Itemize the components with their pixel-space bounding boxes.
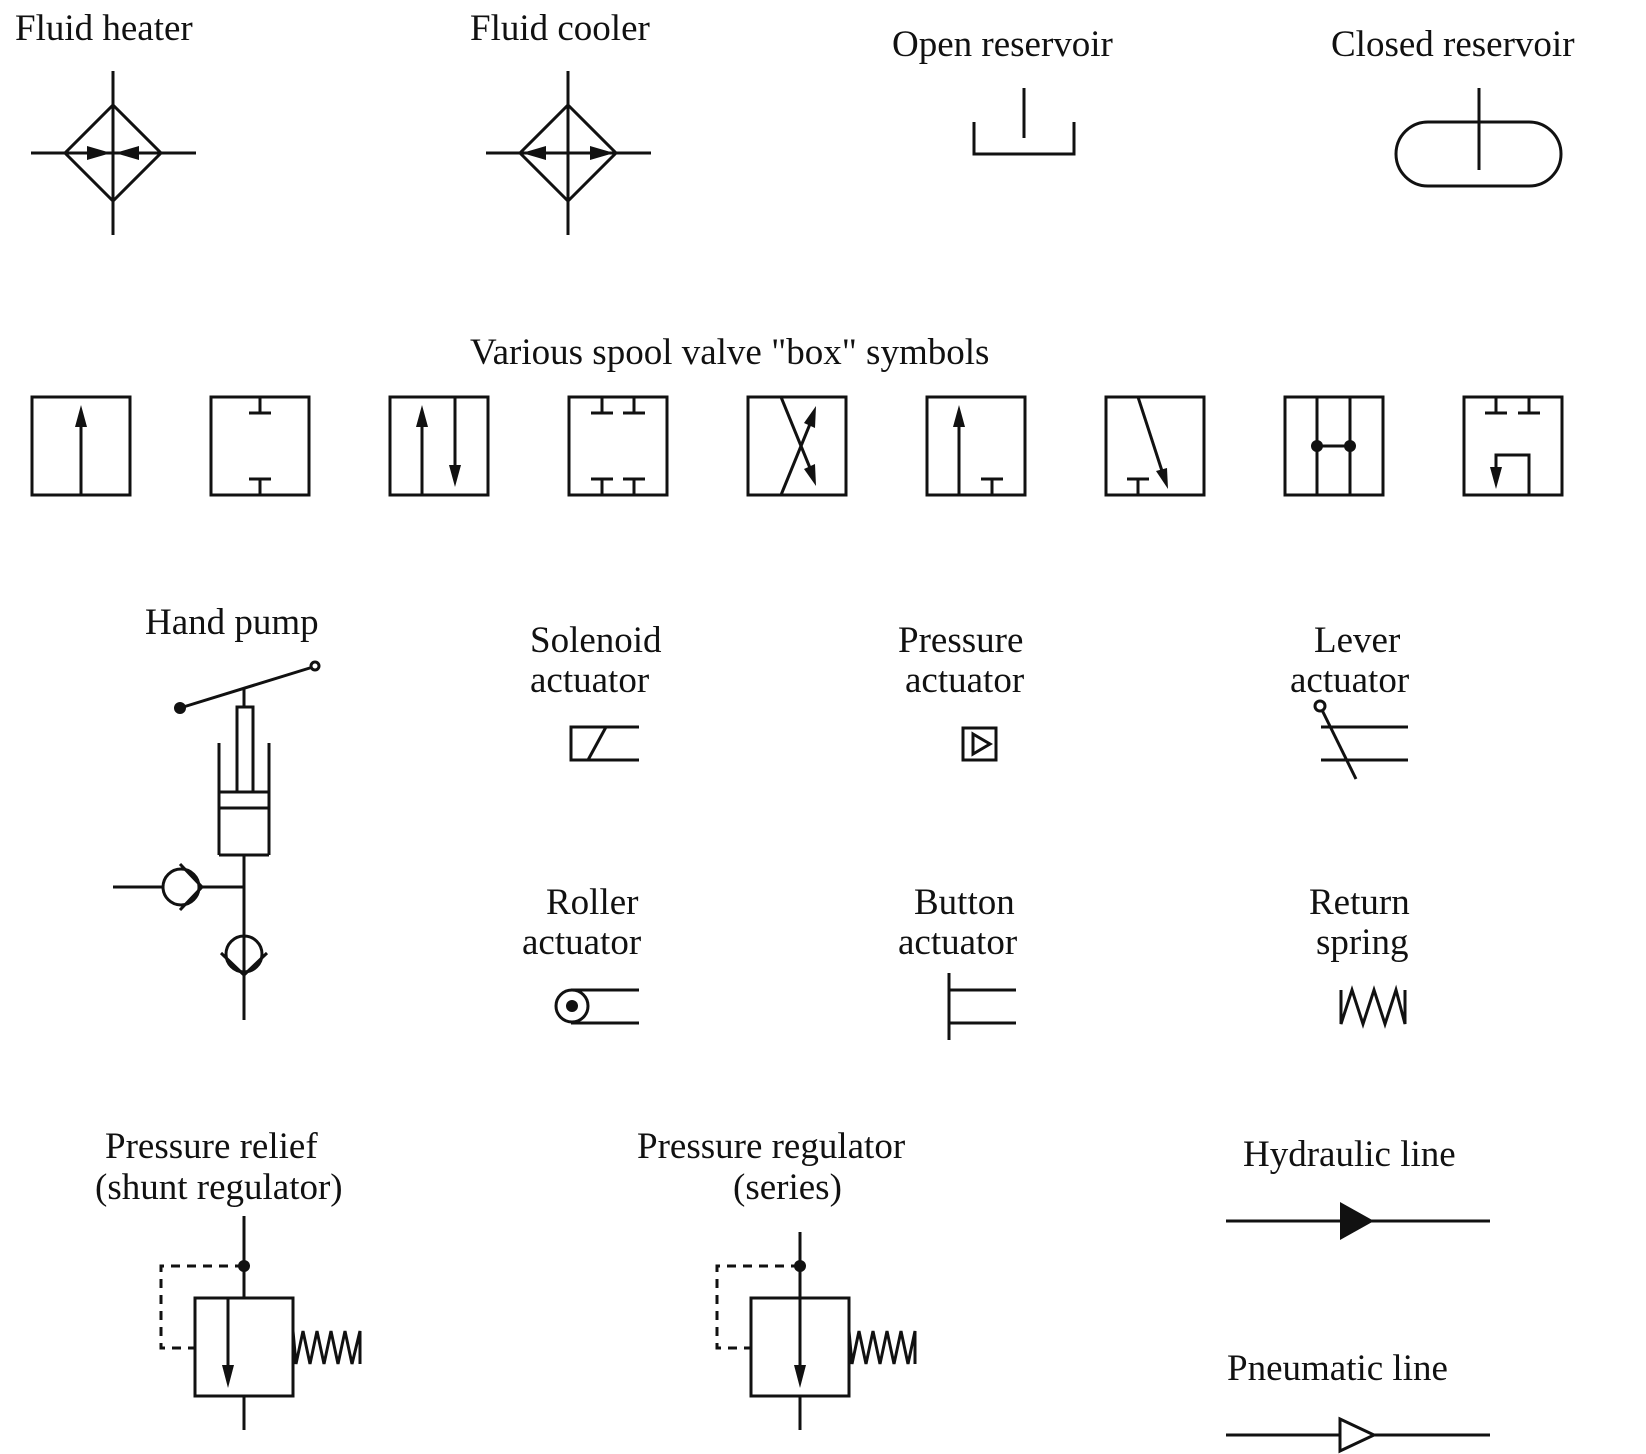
button-actuator-label-1: Button bbox=[914, 882, 1015, 923]
solenoid-actuator-symbol bbox=[569, 725, 639, 762]
pressure-actuator-symbol bbox=[961, 726, 998, 762]
solenoid-actuator-label-2: actuator bbox=[530, 660, 649, 701]
fluid-cooler-symbol bbox=[486, 71, 651, 235]
roller-actuator-symbol bbox=[554, 988, 639, 1025]
hydraulic-line-symbol bbox=[1226, 1202, 1490, 1240]
hydraulic-line-label: Hydraulic line bbox=[1243, 1134, 1456, 1175]
spool-valve-7-symbol bbox=[1104, 395, 1206, 497]
spool-valve-6-symbol bbox=[925, 395, 1027, 497]
pressure-regulator-label-1: Pressure regulator bbox=[637, 1126, 905, 1167]
return-spring-label-2: spring bbox=[1316, 922, 1409, 963]
solenoid-actuator-label-1: Solenoid bbox=[530, 620, 662, 661]
hand-pump-label: Hand pump bbox=[145, 602, 319, 643]
spool-valve-5-symbol bbox=[746, 395, 848, 497]
spool-valve-2-symbol bbox=[209, 395, 311, 497]
lever-actuator-label-2: actuator bbox=[1290, 660, 1409, 701]
closed-reservoir-label: Closed reservoir bbox=[1331, 24, 1575, 65]
fluid-heater-label: Fluid heater bbox=[15, 8, 193, 49]
fluid-cooler-label: Fluid cooler bbox=[470, 8, 650, 49]
roller-actuator-label-2: actuator bbox=[522, 922, 641, 963]
spool-valve-4-symbol bbox=[567, 395, 669, 497]
closed-reservoir-symbol bbox=[1394, 88, 1563, 188]
return-spring-symbol bbox=[1339, 984, 1407, 1029]
open-reservoir-label: Open reservoir bbox=[892, 24, 1113, 65]
pressure-actuator-label-1: Pressure bbox=[898, 620, 1023, 661]
return-spring-label-1: Return bbox=[1309, 882, 1410, 923]
spool-valve-8-symbol bbox=[1283, 395, 1385, 497]
pneumatic-line-symbol bbox=[1226, 1416, 1490, 1454]
lever-actuator-symbol bbox=[1313, 699, 1408, 780]
spool-valve-3-symbol bbox=[388, 395, 490, 497]
pressure-relief-label-1: Pressure relief bbox=[105, 1126, 318, 1167]
button-actuator-label-2: actuator bbox=[898, 922, 1017, 963]
pressure-relief-symbol bbox=[159, 1216, 362, 1430]
pressure-regulator-label-2: (series) bbox=[733, 1167, 842, 1208]
fluid-heater-symbol bbox=[31, 71, 196, 235]
lever-actuator-label-1: Lever bbox=[1314, 620, 1400, 661]
pressure-relief-label-2: (shunt regulator) bbox=[95, 1167, 343, 1208]
pressure-regulator-symbol bbox=[715, 1232, 917, 1430]
spool-valve-1-symbol bbox=[30, 395, 132, 497]
roller-actuator-label-1: Roller bbox=[546, 882, 638, 923]
pneumatic-line-label: Pneumatic line bbox=[1227, 1348, 1448, 1389]
open-reservoir-symbol bbox=[972, 88, 1076, 156]
hand-pump-symbol bbox=[113, 660, 321, 1020]
spool-valve-9-symbol bbox=[1462, 395, 1564, 497]
spool-valves-label: Various spool valve "box" symbols bbox=[470, 332, 989, 373]
pressure-actuator-label-2: actuator bbox=[905, 660, 1024, 701]
button-actuator-symbol bbox=[947, 973, 1016, 1040]
